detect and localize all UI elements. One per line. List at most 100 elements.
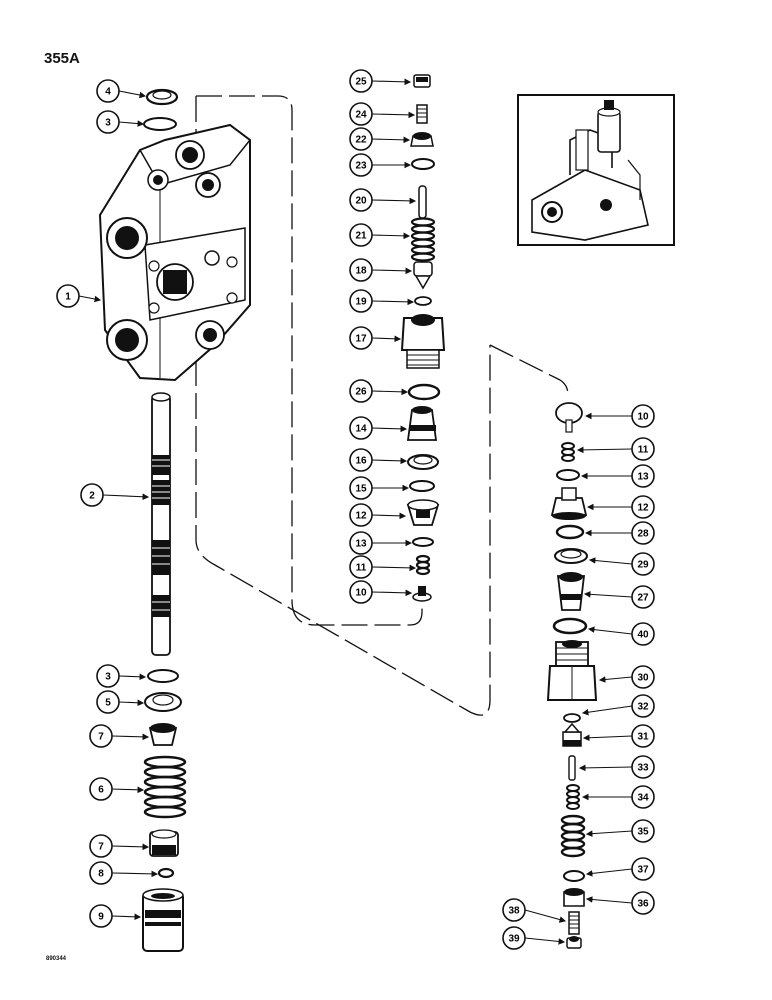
callout-circle (631, 819, 655, 843)
callout-12: 12 (349, 503, 407, 527)
leader-line (118, 699, 145, 707)
cap-part (563, 888, 585, 907)
callout-10: 10 (349, 580, 413, 604)
callout-23: 23 (349, 153, 412, 177)
callout-38: 38 (502, 898, 567, 923)
leader-line (371, 457, 408, 465)
callout-circle (349, 223, 373, 247)
callout-circle (349, 69, 373, 93)
callout-circle (89, 834, 113, 858)
leader-line (371, 111, 416, 119)
callout-number: 17 (355, 334, 367, 345)
leader-line (371, 512, 407, 520)
callout-circle (631, 464, 655, 488)
screw-part (416, 104, 428, 124)
callout-number: 37 (637, 865, 649, 876)
assembly-line-right (489, 344, 569, 396)
callout-16: 16 (349, 448, 408, 472)
callout-11: 11 (349, 555, 417, 579)
poppet-part (413, 261, 433, 290)
callout-circle (349, 102, 373, 126)
spring-part (410, 217, 436, 262)
wiper-seal-part (145, 88, 179, 106)
callout-number: 40 (637, 630, 649, 641)
callout-circle (89, 904, 113, 928)
callout-circle (56, 284, 80, 308)
callout-3: 3 (96, 110, 145, 134)
screw-part (568, 911, 580, 935)
leader-line (581, 705, 633, 716)
callout-17: 17 (349, 326, 402, 350)
callout-number: 13 (355, 539, 367, 550)
callout-circle (631, 552, 655, 576)
callout-number: 30 (637, 673, 649, 684)
callout-number: 11 (638, 445, 649, 456)
callout-circle (631, 521, 655, 545)
callout-25: 25 (349, 69, 412, 93)
pin-part (418, 185, 427, 219)
callout-14: 14 (349, 416, 408, 440)
check-poppet-part (550, 487, 588, 520)
callout-circle (80, 483, 104, 507)
leader-line (111, 843, 150, 851)
backup-ring-part (554, 548, 588, 564)
spring-part (561, 442, 575, 462)
callout-circle (96, 110, 120, 134)
callout-4: 4 (96, 79, 147, 103)
callout-circle (349, 326, 373, 350)
callout-circle (502, 926, 526, 950)
spring-part (415, 554, 431, 576)
leader-line (598, 676, 633, 683)
o-ring-part (414, 296, 432, 306)
callout-number: 21 (355, 231, 367, 242)
leader-line (583, 591, 633, 598)
callout-circle (349, 476, 373, 500)
callout-9: 9 (89, 904, 142, 928)
callout-number: 18 (355, 266, 367, 277)
spool-cap-part (142, 888, 184, 952)
o-ring-part (412, 537, 434, 547)
pin-part (568, 755, 576, 781)
o-ring-part (563, 870, 585, 882)
callout-7: 7 (89, 724, 150, 748)
leader-line (78, 295, 102, 303)
callout-circle (349, 127, 373, 151)
leader-line (524, 909, 567, 923)
callout-circle (631, 755, 655, 779)
callout-circle (349, 153, 373, 177)
o-ring-part (563, 713, 581, 723)
callout-number: 10 (637, 412, 649, 423)
relief-housing-part (400, 314, 446, 369)
leader-line (118, 120, 145, 127)
callout-circle (631, 665, 655, 689)
callout-3: 3 (96, 664, 147, 688)
callout-circle (631, 857, 655, 881)
relief-housing-part (546, 640, 598, 701)
callout-number: 9 (98, 912, 104, 923)
leader-line (371, 388, 409, 396)
callout-30: 30 (598, 665, 655, 689)
page-title: 355A (44, 50, 80, 67)
valve-body (98, 123, 251, 382)
nut-part (566, 936, 582, 949)
callout-number: 12 (355, 511, 367, 522)
callout-circle (631, 495, 655, 519)
callout-12: 12 (586, 495, 655, 519)
callout-number: 11 (356, 563, 367, 574)
callout-29: 29 (588, 552, 655, 576)
callout-circle (96, 664, 120, 688)
leader-line (111, 733, 150, 741)
leader-line (118, 673, 147, 681)
callout-circle (631, 585, 655, 609)
o-ring-part (411, 158, 435, 170)
callout-number: 29 (637, 560, 649, 571)
leader-line (111, 870, 159, 878)
leader-line (371, 197, 417, 205)
callout-18: 18 (349, 258, 413, 282)
callout-36: 36 (585, 891, 655, 915)
callout-27: 27 (583, 585, 655, 609)
callout-13: 13 (580, 464, 655, 488)
callout-19: 19 (349, 289, 415, 313)
figure-code: 890344 (46, 956, 67, 962)
callout-2: 2 (80, 483, 150, 507)
